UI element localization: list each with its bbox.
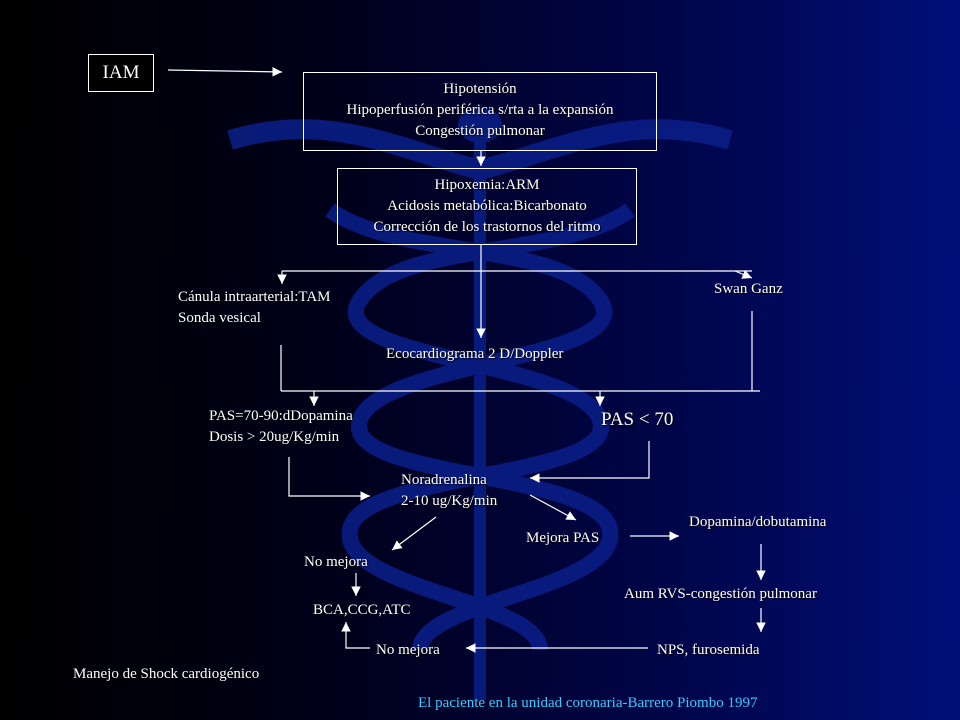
pas-70-90-line-2: Dosis > 20ug/Kg/min: [209, 429, 340, 445]
connector-lines: [167, 67, 766, 653]
dopamina-dobutamina-label: Dopamina/dobutamina: [689, 514, 827, 530]
source-credit: El paciente en la unidad coronaria-Barre…: [418, 695, 758, 711]
noradrenalina-text: Noradrenalina 2-10 ug/Kg/min: [401, 470, 497, 512]
hipoxemia-line-2: Acidosis metabólica:Bicarbonato: [387, 198, 587, 214]
pas-70-90-text: PAS=70-90:dDopamina Dosis > 20ug/Kg/min: [209, 406, 353, 448]
pas-lt-70-label: PAS < 70: [601, 409, 674, 430]
no-mejora-label-2: No mejora: [376, 642, 440, 658]
noradrenalina-line-2: 2-10 ug/Kg/min: [401, 493, 498, 509]
arrow-noradrenalina-to-nomejora: [391, 516, 437, 551]
canula-text: Cánula intraarterial:TAM Sonda vesical: [178, 287, 331, 329]
arrow-nomejora2-to-bca: [341, 622, 370, 649]
swan-ganz-label: Swan Ganz: [714, 281, 783, 297]
hipotension-line-1: Hipotensión: [443, 81, 517, 97]
mejora-pas-label: Mejora PAS: [526, 530, 600, 546]
arrow-pas7090-to-noradrenalina: [288, 457, 370, 501]
canula-line-1: Cánula intraarterial:TAM: [178, 289, 331, 305]
arrow-noradrenalina-to-mejora: [529, 494, 577, 521]
caduceus-watermark: [227, 107, 733, 700]
hipoxemia-box: Hipoxemia:ARM Acidosis metabólica:Bicarb…: [337, 168, 637, 245]
hipotension-line-3: Congestión pulmonar: [415, 123, 545, 139]
hipotension-line-2: Hipoperfusión periférica s/rta a la expa…: [346, 102, 614, 118]
hipoxemia-line-1: Hipoxemia:ARM: [434, 177, 540, 193]
arrow-split-to-swan: [734, 269, 753, 279]
no-mejora-label-1: No mejora: [304, 554, 368, 570]
hipotension-box: Hipotensión Hipoperfusión periférica s/r…: [303, 72, 657, 151]
diagram-caption: Manejo de Shock cardiogénico: [73, 666, 260, 682]
hipoxemia-line-3: Corrección de los trastornos del ritmo: [373, 219, 601, 235]
canula-line-2: Sonda vesical: [178, 310, 261, 326]
aum-rvs-label: Aum RVS-congestión pulmonar: [624, 586, 817, 602]
ecocardiograma-label: Ecocardiograma 2 D/Doppler: [386, 346, 564, 362]
arrow-iam-to-hipotension: [167, 67, 283, 77]
pas-70-90-line-1: PAS=70-90:dDopamina: [209, 408, 353, 424]
bca-ccg-atc-label: BCA,CCG,ATC: [313, 602, 411, 618]
arrow-paslt70-to-noradrenalina: [530, 441, 650, 483]
iam-label: IAM: [102, 62, 140, 83]
noradrenalina-line-1: Noradrenalina: [401, 472, 487, 488]
iam-box: IAM: [88, 54, 154, 92]
nps-furosemida-label: NPS, furosemida: [657, 642, 760, 658]
